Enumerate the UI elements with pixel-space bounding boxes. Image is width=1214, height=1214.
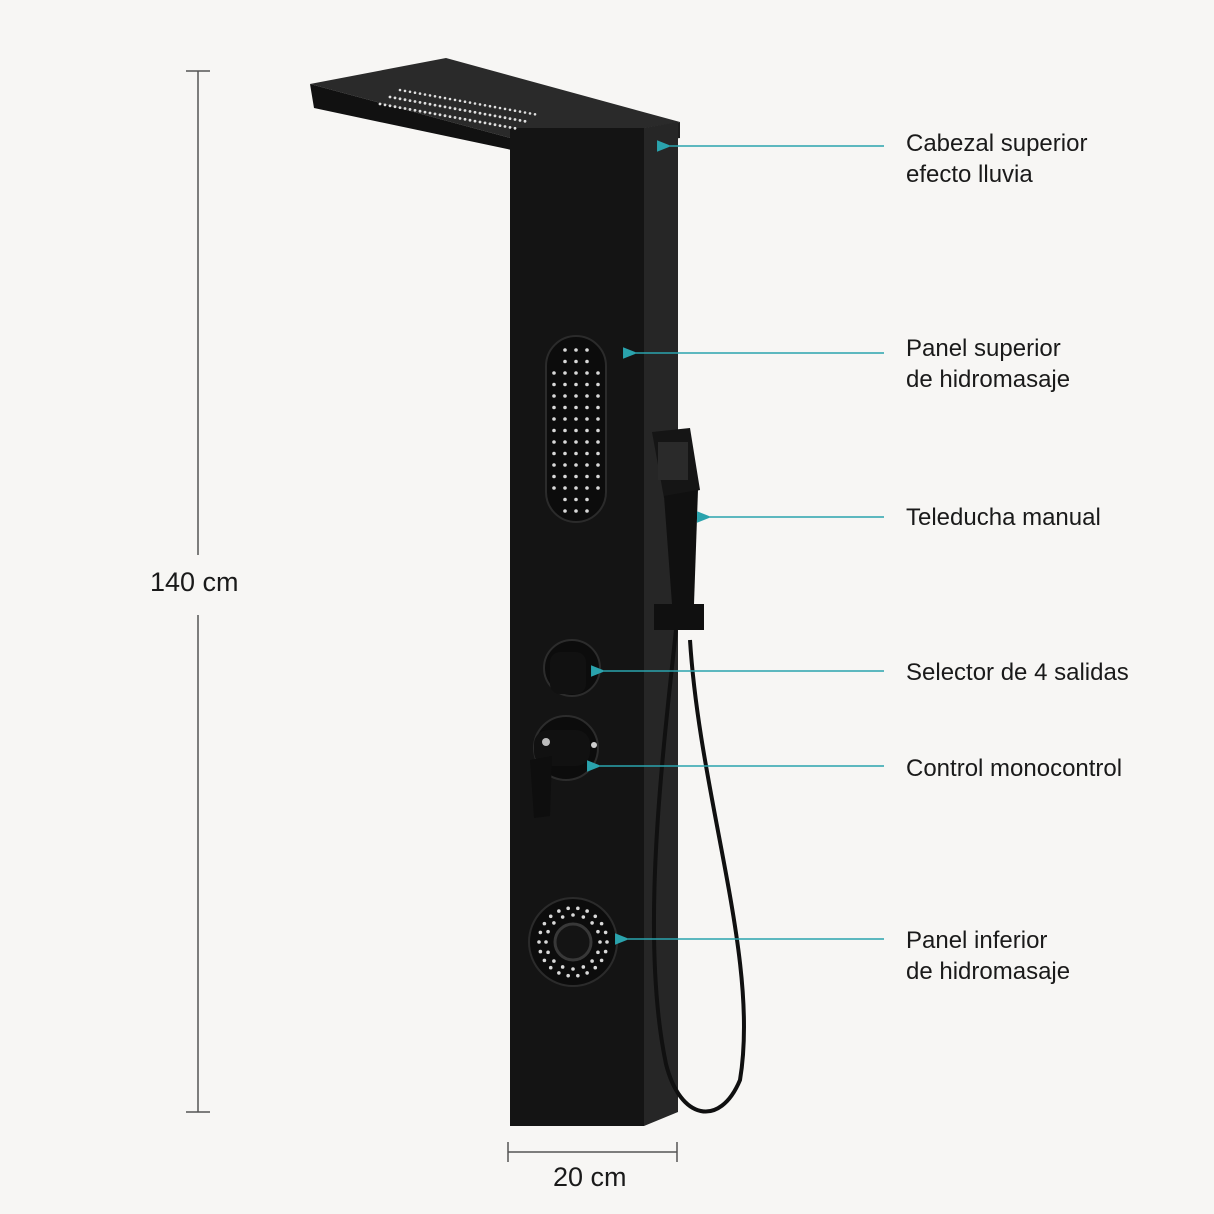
lower-jet-dots bbox=[537, 906, 609, 978]
callout-monocontrol-line-1: Control monocontrol bbox=[906, 755, 1123, 782]
callout-panel-superior: Panel superior de hidromasaje bbox=[906, 333, 1070, 395]
callout-selector-line-1: Selector de 4 salidas bbox=[906, 659, 1129, 686]
height-label: 140 cm bbox=[150, 567, 239, 597]
rain-head-front bbox=[310, 84, 540, 156]
width-dimension bbox=[507, 1142, 678, 1162]
callout-teleducha: Teleducha manual bbox=[906, 502, 1101, 533]
callout-panel-inferior: Panel inferior de hidromasaje bbox=[906, 925, 1070, 987]
mixer-lever bbox=[530, 756, 552, 818]
upper-jet-dots bbox=[552, 348, 600, 513]
hose bbox=[651, 629, 747, 1114]
callout-panel-inferior-line-2: de hidromasaje bbox=[906, 958, 1071, 985]
callout-panel-superior-line-1: Panel superior bbox=[906, 335, 1061, 362]
callout-teleducha-line-1: Teleducha manual bbox=[906, 504, 1101, 531]
callout-monocontrol: Control monocontrol bbox=[906, 753, 1122, 784]
callout-panel-inferior-line-1: Panel inferior bbox=[906, 927, 1048, 954]
hand-shower-handle bbox=[664, 490, 698, 604]
leader-lines bbox=[587, 140, 884, 945]
rain-nozzle-dots bbox=[378, 88, 537, 130]
callout-selector: Selector de 4 salidas bbox=[906, 657, 1129, 688]
callout-cabezal: Cabezal superior efecto lluvia bbox=[906, 128, 1087, 190]
selector-knob bbox=[550, 652, 586, 694]
rain-head-top bbox=[310, 58, 680, 146]
callout-panel-superior-line-2: de hidromasaje bbox=[906, 366, 1071, 393]
callout-cabezal-line-2: efecto lluvia bbox=[906, 161, 1033, 188]
hand-shower-holder bbox=[654, 604, 704, 630]
callout-cabezal-line-1: Cabezal superior bbox=[906, 130, 1088, 157]
width-label: 20 cm bbox=[553, 1162, 627, 1192]
shower-column bbox=[310, 58, 747, 1126]
height-dimension bbox=[186, 70, 210, 1113]
